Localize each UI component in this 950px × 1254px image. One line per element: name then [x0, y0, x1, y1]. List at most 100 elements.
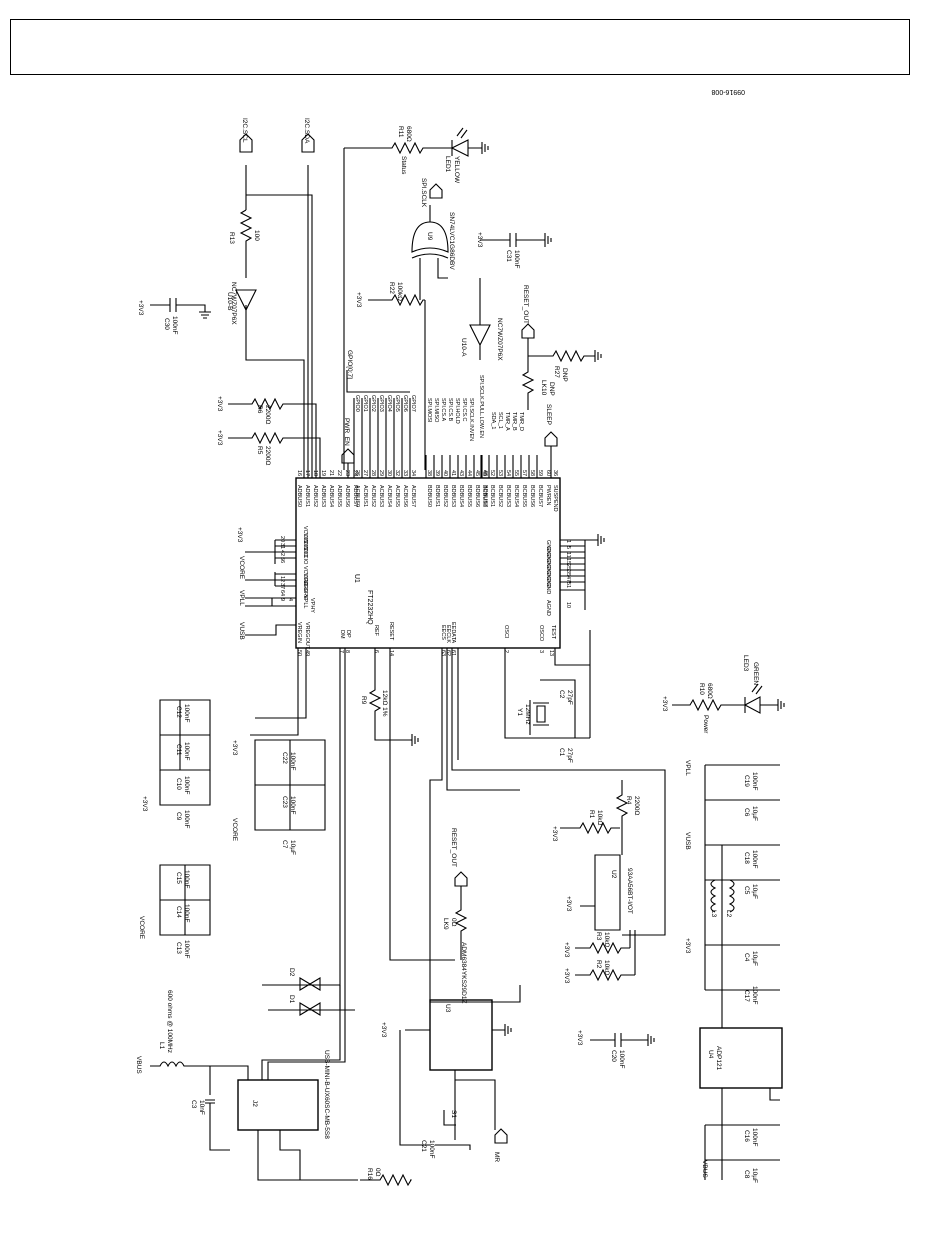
u1-eecs: EECS	[440, 625, 446, 640]
vcore-net: VCORE	[238, 556, 245, 580]
r4-ref: R4	[625, 796, 632, 805]
j2-usb-connector	[237, 1079, 319, 1131]
u1-acbus-pin-6: 33	[402, 470, 408, 476]
u9-ref: U9	[426, 232, 433, 241]
c21-value: 100nF	[428, 1140, 435, 1158]
r3-value: 10kΩ	[603, 932, 610, 947]
d2-ref: D2	[288, 968, 295, 977]
c8-value: 10µF	[751, 1168, 758, 1183]
u1-acbus-pin-4: 30	[386, 470, 392, 476]
lk10-value: DNP	[548, 382, 555, 396]
r10-value: 680Ω	[706, 683, 713, 699]
u1-agnd: AGND	[545, 600, 551, 616]
u1-ref: REF	[373, 625, 379, 637]
u9-part: SN74LVC1G86DBV	[448, 212, 455, 270]
u1-ref: U1	[353, 574, 360, 583]
u1-bdbus-3: BDBUS3	[450, 485, 456, 507]
u1-bcbus-pin-6: 58	[529, 470, 535, 476]
c4-ref: C4	[743, 953, 750, 962]
u1-vregout_pin: 49	[304, 650, 310, 656]
u1-acbus-2: ACBUS2	[370, 485, 376, 507]
r11-led1	[344, 139, 489, 157]
u1-suspend: SUSPEND	[552, 485, 558, 512]
c23-value: 100nF	[289, 796, 296, 814]
u1-acbus-4: ACBUS4	[386, 485, 392, 507]
l1-value: 600 ohms @ 100MHz	[166, 990, 173, 1053]
u2-part: 93AA56BT-I/OT	[626, 868, 633, 914]
usb-input-wiring	[150, 1061, 412, 1187]
c14-ref: C14	[175, 906, 182, 918]
bc-net-1: SCL_1	[497, 412, 503, 429]
v3v3-net-right: +3V3	[684, 938, 691, 954]
u1-adbus-pin-0: 16	[296, 470, 302, 476]
c10-value: 100nF	[183, 776, 190, 794]
u1-gnd-pin-6: 47	[565, 576, 571, 582]
r3-ref: R3	[595, 932, 602, 941]
lk10-ref: LK10	[540, 380, 547, 396]
right-rail-wiring	[704, 764, 780, 1028]
c9-net: +3V3	[141, 796, 148, 812]
r5-ref: R5	[256, 446, 263, 455]
u1-vccio-3: VCCIO	[302, 547, 308, 565]
u1-vccio-pin-3: 56	[279, 557, 285, 563]
u1-test: TEST	[550, 625, 556, 640]
r4-value: 2200Ω	[633, 796, 640, 815]
u1-gnd-4: GND	[545, 564, 551, 576]
u1-gnd-0: GND	[545, 540, 551, 552]
c23-ref: C23	[281, 796, 288, 808]
c7-net: VCORE	[231, 818, 238, 842]
u1-dp_pin: 8	[344, 650, 350, 653]
u1-bcbus-pin-2: 53	[497, 470, 503, 476]
r10-net: +3V3	[661, 696, 668, 712]
u1-bcbus-4: BCBUS4	[513, 485, 519, 507]
u1-adbus-7: ADBUS7	[352, 485, 358, 507]
c18-ref: C18	[743, 852, 750, 864]
u1-bdbus-0: BDBUS0	[426, 485, 432, 507]
u10a-buffer	[424, 278, 491, 470]
u4-adp121-body	[699, 1027, 783, 1089]
u1-acbus-pin-1: 27	[362, 470, 368, 476]
u1-adbus-4: ADBUS4	[328, 485, 334, 507]
spi-net-3: SPI.CS.B	[447, 398, 453, 422]
u1-bcbus-2: BCBUS2	[497, 485, 503, 507]
c3-ref: C3	[190, 1100, 197, 1109]
u1-bcbus-pin-1: 52	[489, 470, 495, 476]
u1-bdbus-1: BDBUS1	[434, 485, 440, 507]
u1-eedata: EEDATA	[450, 622, 456, 644]
u1-vccio-pin-0: 20	[279, 536, 285, 542]
i2c-sda-label: I2C.SDA	[303, 118, 310, 144]
pwr-en-port	[341, 148, 355, 478]
u1-bdbus-5: BDBUS5	[466, 485, 472, 507]
r2-net: +3V3	[563, 968, 570, 984]
u1-suspend-pin: 36	[552, 470, 558, 476]
pwr-en-label: PWR_EN	[343, 418, 350, 446]
u1-bcbus-pin-7: 59	[537, 470, 543, 476]
r16-ref: R16	[366, 1168, 373, 1180]
r2-r3-resistors	[575, 905, 636, 982]
u1-gnd-pin-1: 5	[565, 546, 571, 549]
spi-net-2: SPI.CS.A	[440, 398, 446, 422]
c22-net: +3V3	[231, 740, 238, 756]
u1-acbus-5: ACBUS5	[394, 485, 400, 507]
u1-test_pin: 13	[548, 650, 554, 656]
bc-net-3: TMR_B	[511, 412, 517, 431]
r9-value: 12kΩ 1%	[381, 690, 388, 717]
vccio-net: +3V3	[236, 527, 243, 543]
c11-ref: C11	[175, 744, 182, 756]
spi-pull-low-en: SPI.SCLK.PULL.LOW.EN	[478, 375, 484, 438]
u1-acbus-pin-5: 32	[394, 470, 400, 476]
r3-net: +3V3	[563, 942, 570, 958]
u1-gnd-5: GND	[545, 570, 551, 582]
r5-value: 2200Ω	[264, 446, 271, 465]
c7-ref: C7	[281, 840, 288, 849]
c10-ref: C10	[175, 778, 182, 790]
u1-bcbus-3: BCBUS3	[505, 485, 511, 507]
c17-value: 100nF	[751, 986, 758, 1004]
u1-vcore-0: VCORE	[302, 566, 308, 586]
r2-value: 10kΩ	[603, 960, 610, 975]
c20-cap	[590, 1033, 655, 1047]
lk9-reset-out	[454, 871, 468, 960]
r22-resistor	[368, 293, 425, 307]
u1-adbus-6: ADBUS6	[344, 485, 350, 507]
